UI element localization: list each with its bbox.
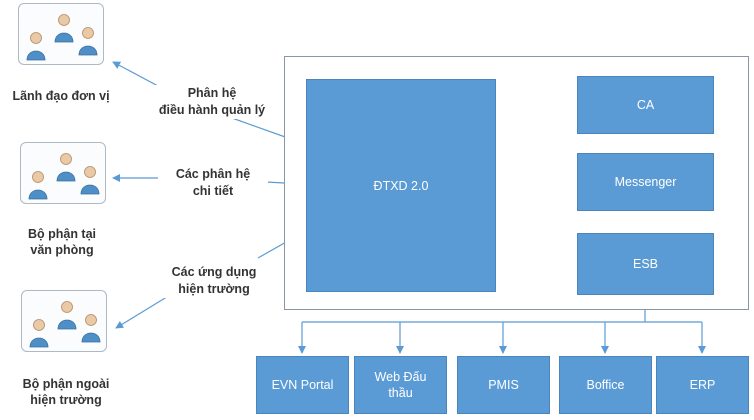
user-group-label: Lãnh đạo đơn vị [12, 89, 110, 103]
person-icon [77, 26, 99, 61]
edge-label-details: Các phân hệ chi tiết [158, 166, 268, 200]
user-group-label: Bộ phận ngoài hiện trường [22, 377, 110, 407]
person-icon [80, 313, 102, 348]
user-group-leaders [18, 3, 104, 65]
user-group-label: Bộ phận tại văn phòng [27, 227, 97, 257]
service-box-ca: CA [577, 76, 714, 134]
core-system-box: ĐTXD 2.0 [306, 79, 496, 292]
edge-label-field-apps: Các ứng dụng hiện trường [154, 264, 274, 298]
person-icon [28, 318, 50, 353]
user-group-office [20, 142, 106, 204]
integration-box-web-dau-thau: Web Đấu thầu [354, 356, 447, 414]
connector-to-field [115, 294, 171, 329]
edge-label-management: Phân hệ điều hành quản lý [144, 85, 280, 119]
service-box-esb: ESB [577, 233, 714, 295]
integration-box-erp: ERP [656, 356, 749, 414]
service-box-messenger: Messenger [577, 153, 714, 211]
person-icon [55, 152, 77, 187]
integration-box-boffice: Boffice [559, 356, 652, 414]
person-icon [25, 31, 47, 66]
user-group-field [21, 290, 107, 352]
person-icon [53, 13, 75, 48]
integration-box-evn-portal: EVN Portal [256, 356, 349, 414]
person-icon [56, 300, 78, 335]
integration-box-pmis: PMIS [457, 356, 550, 414]
person-icon [79, 165, 101, 200]
person-icon [27, 170, 49, 205]
